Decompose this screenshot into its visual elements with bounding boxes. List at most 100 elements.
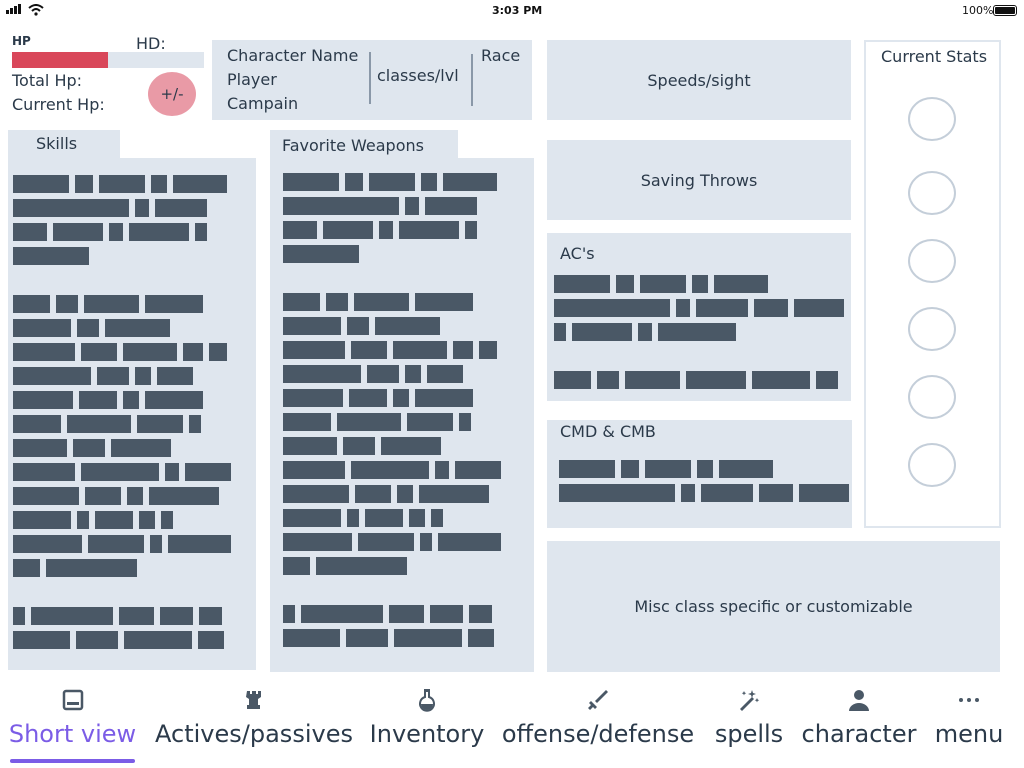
skills-tab[interactable]: Skills [8,130,120,160]
redacted-text [67,415,131,433]
redacted-text [13,343,75,361]
stat-circle[interactable] [908,375,956,419]
redacted-text [345,173,363,191]
redacted-text [283,437,337,455]
redacted-text [554,323,566,341]
redacted-text [283,533,352,551]
redacted-text [358,533,414,551]
redacted-text [185,463,231,481]
redacted-text [346,629,388,647]
redacted-text [283,221,317,239]
redacted-text [283,413,331,431]
redacted-text [199,607,222,625]
ac-panel[interactable]: AC's [547,233,851,401]
nav-menu[interactable]: menu [935,684,1003,768]
signal-icon [6,10,9,14]
weapons-panel[interactable] [270,158,534,672]
redacted-text [427,365,463,383]
redacted-text [431,509,443,527]
redacted-text [53,223,103,241]
current-hp-label: Current Hp: [12,95,105,114]
redacted-text [696,299,748,317]
weapons-tab[interactable]: Favorite Weapons [270,130,458,160]
nav-label: Inventory [369,720,485,748]
stat-circle[interactable] [908,443,956,487]
redacted-text [597,371,619,389]
stat-circle[interactable] [908,171,956,215]
redacted-text [407,413,453,431]
weapons-title: Favorite Weapons [282,136,424,155]
redacted-text [13,535,82,553]
nav-character[interactable]: character [802,684,916,768]
redacted-text [638,323,652,341]
character-header[interactable]: Character Name Player Campain classes/lv… [212,40,532,120]
redacted-text [354,293,409,311]
redacted-text [316,557,407,575]
hp-adjust-button[interactable]: +/- [148,72,196,116]
redacted-text [13,247,89,265]
hp-panel: HP HD: [0,30,210,120]
redacted-text [283,365,361,383]
classes-level: classes/lvl [377,66,459,85]
nav-short-view[interactable]: Short view [9,684,136,768]
redacted-text [415,293,473,311]
active-tab-indicator [10,759,135,763]
saving-throws-panel[interactable]: Saving Throws [547,140,851,220]
redacted-text [151,175,167,193]
redacted-text [759,484,793,502]
stat-circle[interactable] [908,97,956,141]
redacted-text [337,413,401,431]
redacted-text [719,460,773,478]
redacted-text [355,485,391,503]
redacted-text [419,485,489,503]
current-stats-title: Current Stats [881,47,988,66]
redacted-text [31,607,113,625]
redacted-text [415,389,473,407]
redacted-text [129,223,189,241]
redacted-text [443,173,497,191]
redacted-text [95,511,133,529]
stat-circle[interactable] [908,239,956,283]
battery-percent: 100% [962,4,994,17]
redacted-text [77,319,99,337]
redacted-text [405,197,419,215]
status-time: 3:03 PM [492,4,543,17]
misc-panel[interactable]: Misc class specific or customizable [547,541,1000,672]
nav-inventory[interactable]: Inventory [369,684,485,768]
redacted-text [111,439,171,457]
redacted-text [135,199,149,217]
redacted-text [409,509,425,527]
nav-spells[interactable]: spells [713,684,785,768]
redacted-text [375,317,440,335]
redacted-text [79,391,117,409]
character-name: Character Name [227,46,359,65]
redacted-text [421,173,437,191]
skills-title: Skills [36,134,78,153]
skills-panel[interactable] [8,158,256,670]
redacted-text [394,629,462,647]
redacted-text [13,295,50,313]
redacted-text [658,323,736,341]
redacted-text [559,460,615,478]
battery-icon [993,5,1017,16]
redacted-text [145,391,203,409]
redacted-text [625,371,680,389]
redacted-text [435,461,449,479]
redacted-text [139,511,155,529]
hd-label: HD: [136,34,166,53]
redacted-text [347,509,359,527]
redacted-text [621,460,639,478]
cmd-cmb-panel[interactable]: CMD & CMB [547,420,852,528]
redacted-text [88,535,144,553]
redacted-text [438,533,501,551]
nav-actives-passives[interactable]: Actives/passives [155,684,353,768]
speeds-panel[interactable]: Speeds/sight [547,40,851,120]
redacted-text [681,484,695,502]
redacted-text [13,439,67,457]
redacted-text [554,299,670,317]
nav-offense-defense[interactable]: offense/defense [502,684,694,768]
stat-circle[interactable] [908,307,956,351]
redacted-text [173,175,227,193]
redacted-text [351,461,429,479]
redacted-text [453,341,473,359]
